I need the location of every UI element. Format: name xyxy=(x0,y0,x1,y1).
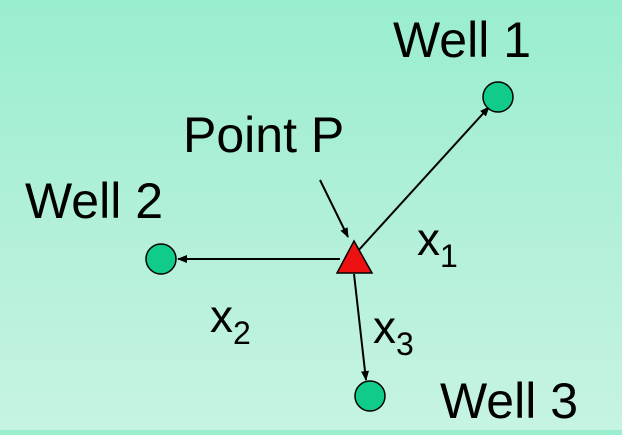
point-p-marker xyxy=(335,239,374,274)
well-1-label: Well 1 xyxy=(393,12,531,68)
arrow-to-well-3 xyxy=(353,273,369,381)
arrow-label-to-point xyxy=(319,179,349,238)
distance-x2-label: x2 xyxy=(210,290,251,351)
well-1-marker xyxy=(482,81,514,113)
distance-x1-label: x1 xyxy=(417,213,458,274)
point-p-label: Point P xyxy=(183,107,344,163)
arrow-to-well-1 xyxy=(356,106,490,253)
distance-x3-label: x3 xyxy=(373,301,414,362)
well-3-marker xyxy=(354,380,386,412)
well-2-label: Well 2 xyxy=(25,173,163,229)
well-3-label: Well 3 xyxy=(440,373,578,429)
well-2-marker xyxy=(145,243,177,275)
